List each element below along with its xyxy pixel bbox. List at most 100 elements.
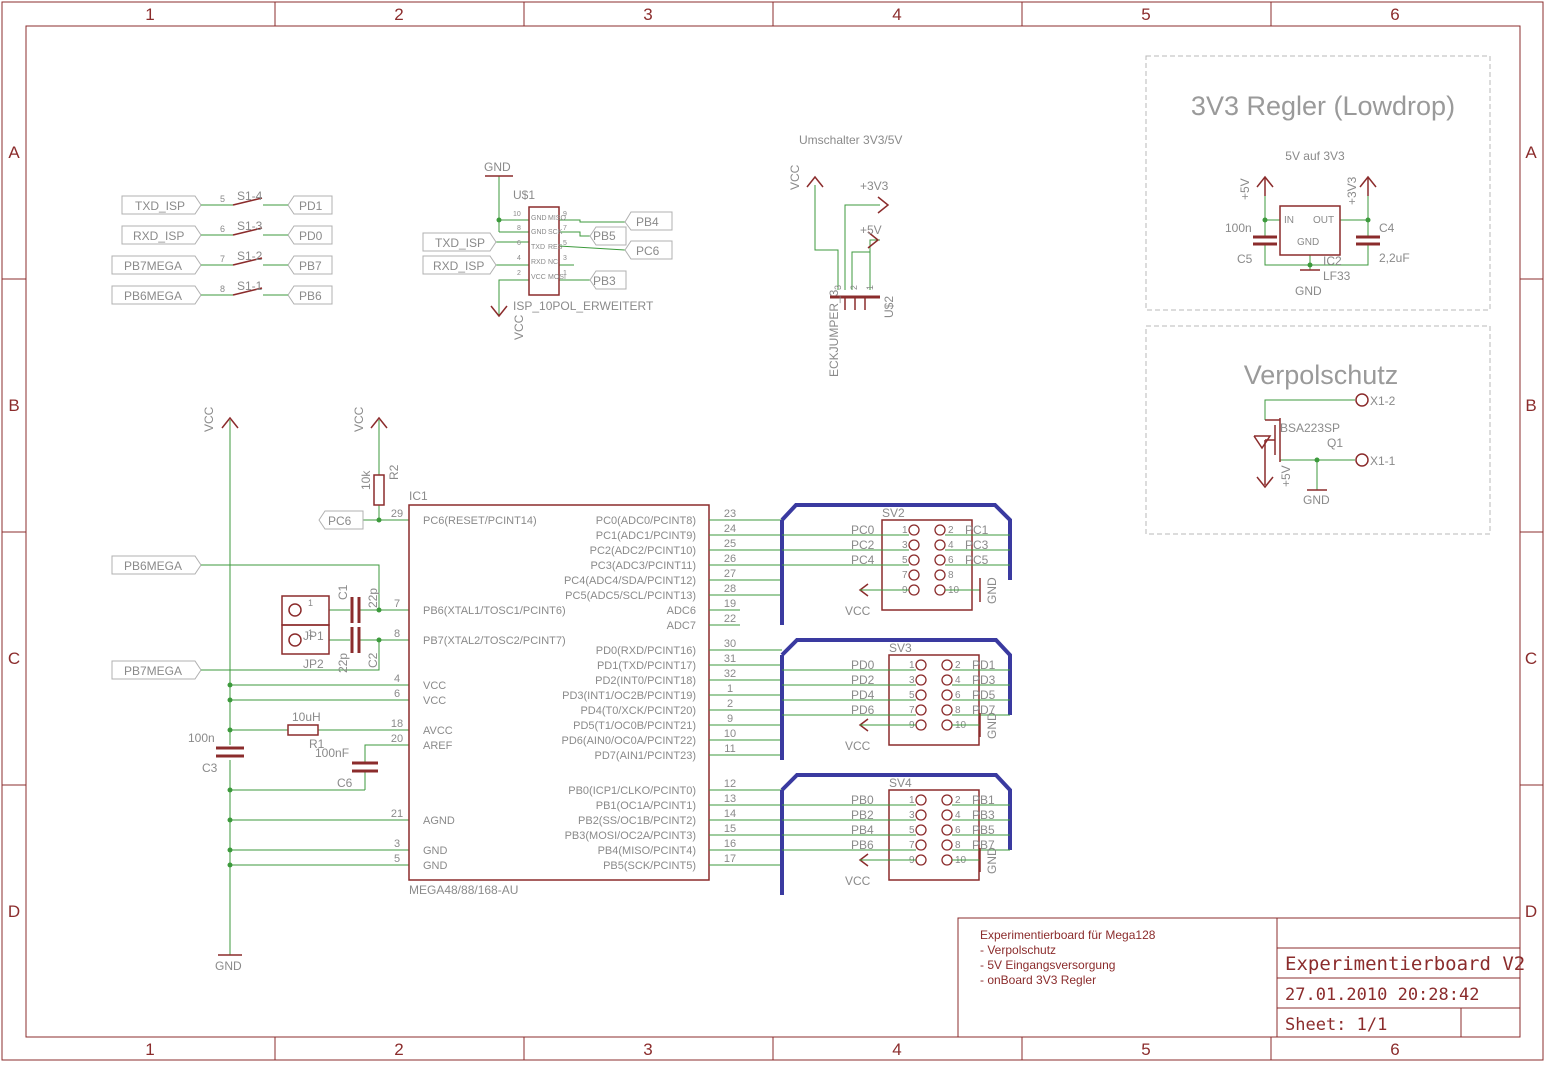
header-pin <box>934 524 946 536</box>
title-note: - 5V Eingangsversorgung <box>980 958 1115 972</box>
ic-value: LF33 <box>1323 269 1351 283</box>
pin-number: 20 <box>391 733 403 745</box>
connector-name: U$1 <box>513 188 535 202</box>
pin-number: 9 <box>727 713 733 725</box>
pin-number: 2 <box>727 698 733 710</box>
cap-value: 100n <box>188 731 215 745</box>
pin-number: 7 <box>394 598 400 610</box>
header-pin <box>941 674 953 686</box>
pin-number: 2 <box>955 660 961 671</box>
header-name: SV4 <box>889 776 912 790</box>
pin-name: OUT <box>1313 215 1334 226</box>
drawing-sheet: Sheet: 1/1 <box>1285 1015 1387 1035</box>
pin-number: 8 <box>948 570 954 581</box>
pin-number: 27 <box>724 568 736 580</box>
pin-number: 2 <box>517 270 521 277</box>
row-label: D <box>1525 902 1537 921</box>
header-pin <box>934 584 946 596</box>
ic-name: IC2 <box>1323 254 1342 268</box>
header-sv2: SV212345678910PC0PC2PC4PC1PC3PC5VCCGND <box>780 503 1012 625</box>
cap-name: C4 <box>1379 221 1395 235</box>
junction <box>496 217 502 223</box>
gnd-label: GND <box>985 577 999 604</box>
pin-name: PB7(XTAL2/TOSC2/PCINT7) <box>423 635 566 647</box>
pin-number: 8 <box>394 628 400 640</box>
pin-number: 24 <box>724 523 736 535</box>
header-pin <box>915 719 927 731</box>
fet-name: Q1 <box>1327 436 1343 450</box>
cap-value: 100nF <box>315 746 349 760</box>
ic-value: MEGA48/88/168-AU <box>409 883 518 897</box>
title-block: Experimentierboard für Mega128 - Verpols… <box>957 917 1525 1038</box>
col-label: 6 <box>1390 5 1399 24</box>
pin-number: 16 <box>724 838 736 850</box>
header-pin <box>941 794 953 806</box>
pin-number: 29 <box>391 508 403 520</box>
terminal-label: X1-1 <box>1370 454 1396 468</box>
net-label: PC5 <box>965 553 989 567</box>
net-label: PB2 <box>851 808 874 822</box>
pin-number: 3 <box>833 285 843 290</box>
header-pin <box>934 569 946 581</box>
header-pin <box>915 824 927 836</box>
header-name: SV2 <box>882 506 905 520</box>
pin-number: 2 <box>948 525 954 536</box>
pin-name: ADC7 <box>667 620 696 632</box>
header-pin <box>915 809 927 821</box>
junction <box>227 847 233 853</box>
net-label: PB6MEGA <box>124 289 182 303</box>
pin-name: PD4(T0/XCK/PCINT20) <box>580 705 696 717</box>
net-label: PD1 <box>972 658 996 672</box>
jumper-name: U$2 <box>882 296 896 318</box>
net-label: PD0 <box>851 658 875 672</box>
pin-name: PB4(MISO/PCINT4) <box>598 845 696 857</box>
pin-number: 8 <box>955 705 961 716</box>
ic-name: IC1 <box>409 489 428 503</box>
pin-number: 14 <box>724 808 736 820</box>
pin-name: PD7(AIN1/PCINT23) <box>595 750 696 762</box>
pin-number: 23 <box>724 508 736 520</box>
jumper-title: Umschalter 3V3/5V <box>799 133 902 147</box>
junction <box>227 787 233 793</box>
pin-name: PD5(T1/OC0B/PCINT21) <box>573 720 696 732</box>
junction <box>376 607 382 613</box>
pin-name: TXD <box>531 244 545 251</box>
header-sv4: SV412345678910PB0PB2PB4PB6PB1PB3PB5PB7VC… <box>780 773 1012 895</box>
pin-number: 4 <box>517 255 521 262</box>
switch-name: S1-4 <box>237 189 263 203</box>
header-pin <box>915 674 927 686</box>
net-label: PB5 <box>593 229 616 243</box>
cap-name: C2 <box>366 652 380 668</box>
net-label: PB3 <box>593 274 616 288</box>
pin-number: 3 <box>909 675 915 686</box>
pin-number: 1 <box>865 285 875 290</box>
switch-name: S1-1 <box>237 279 263 293</box>
pin-name: VCC <box>531 274 546 281</box>
junction <box>1262 217 1268 223</box>
jumper-value: ECKJUMPER_3 <box>827 289 841 377</box>
pin-number: 6 <box>955 825 961 836</box>
pin-name: GND <box>423 845 448 857</box>
net-label: PB7MEGA <box>124 259 182 273</box>
pin-number: 6 <box>394 688 400 700</box>
col-label: 1 <box>145 5 154 24</box>
ic1-left-pins: 29PC6(RESET/PCINT14)7PB6(XTAL1/TOSC1/PCI… <box>391 508 566 872</box>
pin-number: 5 <box>563 240 567 247</box>
pin-name: PB6(XTAL1/TOSC1/PCINT6) <box>423 605 566 617</box>
pin-name: GND <box>531 229 547 236</box>
pin-number: 30 <box>724 638 736 650</box>
pin-name: RXD <box>531 259 546 266</box>
title-note: Experimentierboard für Mega128 <box>980 928 1156 942</box>
gnd-label: GND <box>1295 284 1322 298</box>
header-pin <box>915 854 927 866</box>
cap-name: C6 <box>337 776 353 790</box>
net-label: PC1 <box>965 523 989 537</box>
pin-number: 10 <box>724 728 736 740</box>
header-pin <box>908 554 920 566</box>
pin-number: 3 <box>909 810 915 821</box>
junction <box>1365 217 1371 223</box>
pin-number: 5 <box>394 853 400 865</box>
junction <box>227 727 233 733</box>
gnd-label: GND <box>215 959 242 973</box>
